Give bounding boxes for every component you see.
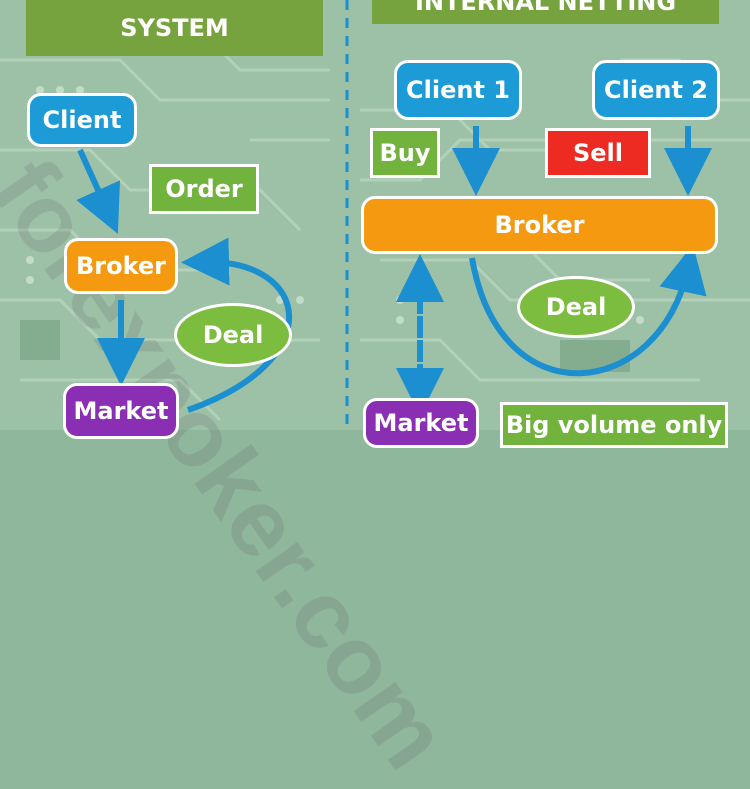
deal-label: Deal xyxy=(202,321,264,349)
big-volume-label: Big volume only xyxy=(505,411,723,439)
sell-tag: Sell xyxy=(545,128,651,178)
right-banner: INTERNAL NETTING xyxy=(372,0,719,24)
order-label: Order xyxy=(165,175,243,203)
sell-label: Sell xyxy=(572,139,623,167)
left-banner-title: SYSTEM xyxy=(120,14,229,42)
broker-label: Broker xyxy=(75,252,167,280)
buy-tag: Buy xyxy=(370,128,440,178)
broker-node: Broker xyxy=(64,238,178,294)
left-banner: SYSTEM xyxy=(26,0,323,56)
netting-market-label: Market xyxy=(373,409,469,437)
broker-bar: Broker xyxy=(361,196,718,254)
buy-label: Buy xyxy=(379,139,431,167)
order-tag: Order xyxy=(149,164,259,214)
market-node: Market xyxy=(63,383,179,439)
broker-bar-label: Broker xyxy=(494,211,585,239)
client2-label: Client 2 xyxy=(604,76,708,104)
client-label: Client xyxy=(42,106,122,134)
client-node: Client xyxy=(27,93,137,147)
market-label: Market xyxy=(73,397,169,425)
netting-market-node: Market xyxy=(363,398,479,448)
netting-deal-label: Deal xyxy=(545,293,607,321)
deal-oval: Deal xyxy=(174,303,292,367)
right-banner-title: INTERNAL NETTING xyxy=(414,0,677,16)
client1-node: Client 1 xyxy=(394,60,522,120)
netting-deal-oval: Deal xyxy=(517,276,635,338)
big-volume-tag: Big volume only xyxy=(500,402,728,448)
client2-node: Client 2 xyxy=(592,60,720,120)
client1-label: Client 1 xyxy=(406,76,510,104)
